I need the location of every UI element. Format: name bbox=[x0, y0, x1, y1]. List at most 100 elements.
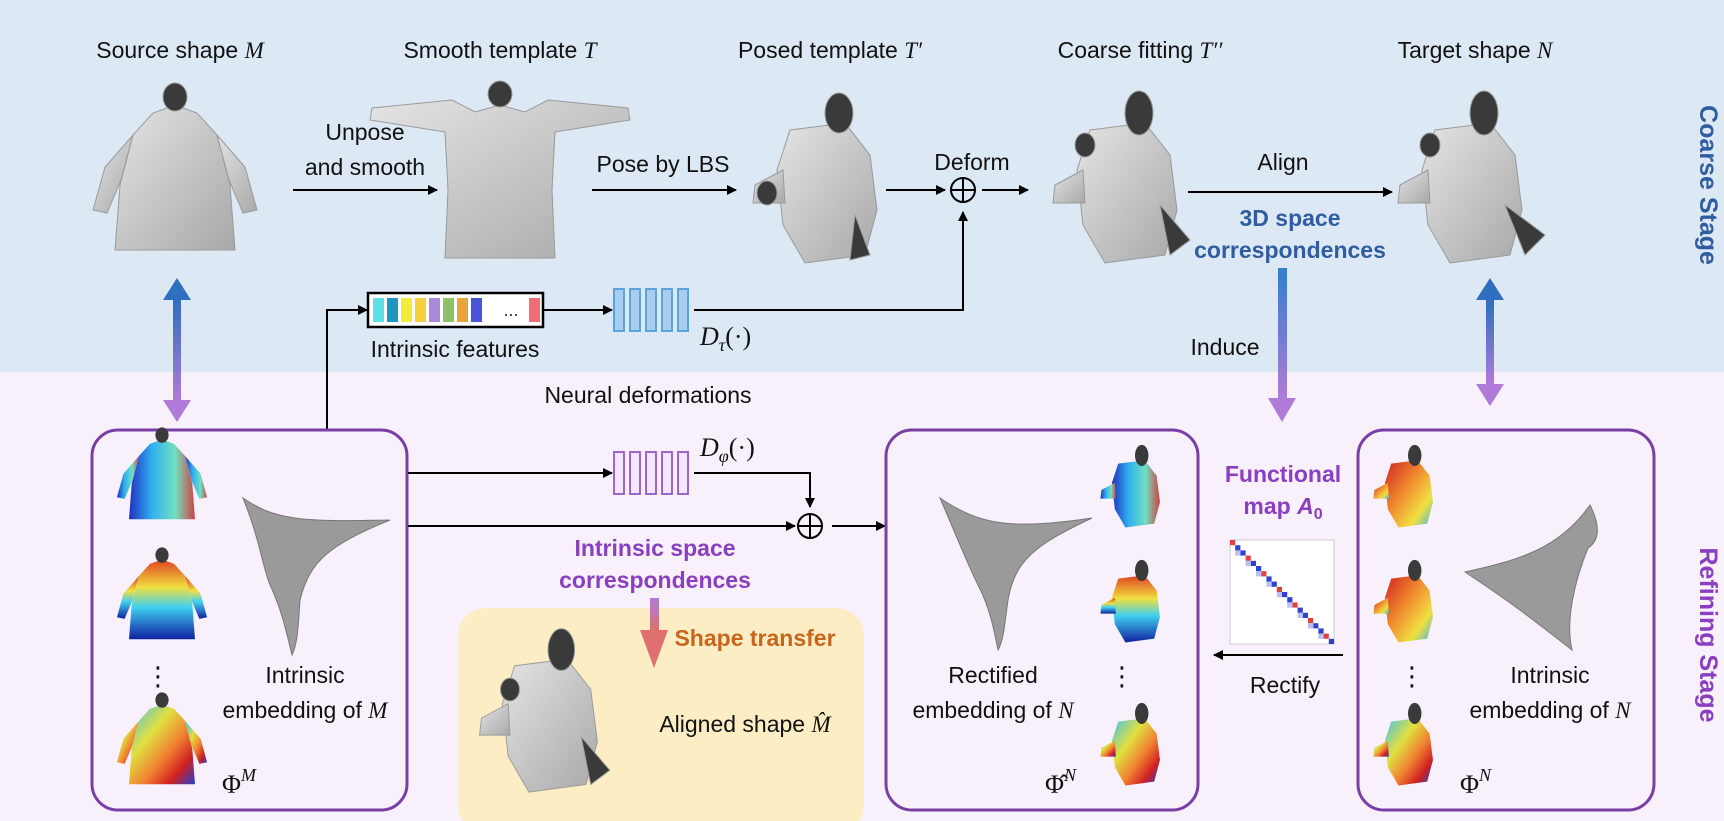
matrix-offdiag-cell bbox=[1276, 592, 1282, 598]
right-colored-coat-1 bbox=[1373, 444, 1433, 528]
decoder-layer bbox=[661, 451, 673, 495]
right-colored-coat-2 bbox=[1373, 559, 1433, 643]
rectify-label: Rectify bbox=[1250, 672, 1321, 698]
intrinsic-corr-line2: correspondences bbox=[559, 567, 751, 593]
feature-swatch bbox=[401, 298, 412, 322]
shape-transfer-arrow bbox=[640, 598, 668, 668]
decoder-layer bbox=[613, 288, 625, 332]
matrix-diagonal-cell bbox=[1287, 597, 1293, 603]
correspondences-3d-line2: correspondences bbox=[1194, 237, 1386, 263]
decoder-phi-label: Dφ(·) bbox=[699, 433, 755, 466]
right-phi-label: ΦN bbox=[1460, 765, 1492, 799]
left-panel-line2: embedding of M bbox=[223, 697, 390, 723]
left-embedding-panel bbox=[90, 428, 409, 812]
left-intrinsic-surface bbox=[241, 496, 391, 657]
matrix-offdiag-cell bbox=[1245, 560, 1251, 566]
left-vdots: ⋮ bbox=[145, 662, 171, 692]
target-shape-title: Target shape N bbox=[1398, 37, 1554, 63]
decoder-layer bbox=[629, 451, 641, 495]
correspondences-3d-line1: 3D space bbox=[1239, 205, 1340, 231]
refining-stage-label: Refining Stage bbox=[1694, 547, 1722, 722]
pose-lbs-label: Pose by LBS bbox=[597, 151, 730, 177]
unpose-label-1: Unpose bbox=[325, 119, 404, 145]
matrix-diagonal-cell bbox=[1276, 586, 1282, 592]
features-feed-arrow bbox=[326, 305, 368, 430]
matrix-offdiag-cell bbox=[1297, 612, 1303, 618]
feature-swatch bbox=[387, 298, 398, 322]
right-panel-line1: Intrinsic bbox=[1510, 662, 1589, 688]
decoder-phi-block bbox=[613, 451, 689, 495]
matrix-offdiag-cell bbox=[1308, 623, 1314, 629]
decoder-tau-block bbox=[613, 288, 689, 332]
matrix-offdiag-cell bbox=[1235, 550, 1241, 556]
intrinsic-features-label: Intrinsic features bbox=[371, 336, 540, 362]
right-panel-line2: embedding of N bbox=[1469, 697, 1632, 723]
middle-panel-line2: embedding of N bbox=[912, 697, 1075, 723]
refine-plus-symbol bbox=[797, 513, 823, 539]
decoder-layer bbox=[661, 288, 673, 332]
target-shape-image bbox=[1397, 90, 1546, 264]
unpose-label-2: and smooth bbox=[305, 154, 425, 180]
matrix-diagonal-cell bbox=[1250, 560, 1256, 566]
decoder-layer bbox=[677, 288, 689, 332]
coarse-fitting-title: Coarse fitting T′′ bbox=[1058, 37, 1224, 63]
rectified-vdots: ⋮ bbox=[1109, 662, 1135, 692]
middle-panel-line1: Rectified bbox=[948, 662, 1037, 688]
posed-template-title: Posed template T′ bbox=[738, 37, 923, 63]
matrix-diagonal-cell bbox=[1292, 602, 1298, 608]
matrix-diagonal-cell bbox=[1256, 566, 1262, 572]
deform-label: Deform bbox=[934, 149, 1009, 175]
feature-swatch bbox=[373, 298, 384, 322]
rectified-coat-1 bbox=[1100, 444, 1160, 528]
right-embedding-panel bbox=[1356, 428, 1656, 812]
coarse-fitting-image bbox=[1052, 90, 1191, 264]
matrix-diagonal-cell bbox=[1308, 618, 1314, 624]
intrinsic-corr-line1: Intrinsic space bbox=[574, 535, 735, 561]
matrix-diagonal-cell bbox=[1261, 571, 1267, 577]
right-vdots: ⋮ bbox=[1399, 662, 1425, 692]
feature-swatch bbox=[443, 298, 454, 322]
matrix-diagonal-cell bbox=[1282, 592, 1288, 598]
decoder-layer bbox=[677, 451, 689, 495]
dphi-to-plus-arrow bbox=[694, 472, 815, 508]
matrix-diagonal-cell bbox=[1318, 628, 1324, 634]
neural-deformations-label: Neural deformations bbox=[544, 382, 751, 408]
align-label: Align bbox=[1257, 149, 1308, 175]
right-colored-coat-3 bbox=[1373, 702, 1433, 786]
matrix-offdiag-cell bbox=[1266, 581, 1272, 587]
smooth-template-title: Smooth template T bbox=[403, 37, 598, 63]
matrix-offdiag-cell bbox=[1287, 602, 1293, 608]
matrix-diagonal-cell bbox=[1328, 638, 1334, 644]
functional-map-matrix bbox=[1229, 539, 1335, 645]
matrix-offdiag-cell bbox=[1318, 633, 1324, 639]
matrix-diagonal-cell bbox=[1302, 612, 1308, 618]
decoder-tau-label: Dτ(·) bbox=[699, 322, 751, 355]
decoder-layer bbox=[645, 451, 657, 495]
matrix-diagonal-cell bbox=[1235, 545, 1241, 551]
dtau-to-plus-arrow bbox=[694, 211, 968, 311]
left-phi-label: ΦM bbox=[222, 765, 257, 799]
shape-transfer-label: Shape transfer bbox=[674, 625, 835, 651]
left-panel-line1: Intrinsic bbox=[265, 662, 344, 688]
decoder-layer bbox=[613, 451, 625, 495]
functional-map-line1: Functional bbox=[1225, 461, 1341, 487]
source-double-arrow bbox=[163, 278, 191, 422]
posed-template-image bbox=[752, 92, 878, 264]
deform-plus-symbol bbox=[950, 177, 976, 203]
functional-map-line2: map A0 bbox=[1243, 493, 1322, 523]
matrix-diagonal-cell bbox=[1266, 576, 1272, 582]
induce-label: Induce bbox=[1190, 334, 1259, 360]
target-double-arrow bbox=[1476, 278, 1504, 406]
matrix-diagonal-cell bbox=[1230, 540, 1236, 546]
feature-swatch bbox=[429, 298, 440, 322]
decoder-layer bbox=[645, 288, 657, 332]
aligned-shape-image bbox=[479, 628, 611, 793]
aligned-shape-label: Aligned shape M̂ bbox=[659, 711, 832, 737]
source-shape-title: Source shape M bbox=[96, 37, 265, 63]
right-intrinsic-surface bbox=[1463, 504, 1598, 652]
feature-swatch bbox=[415, 298, 426, 322]
rectified-embedding-panel bbox=[884, 428, 1200, 812]
matrix-diagonal-cell bbox=[1240, 550, 1246, 556]
matrix-diagonal-cell bbox=[1313, 623, 1319, 629]
